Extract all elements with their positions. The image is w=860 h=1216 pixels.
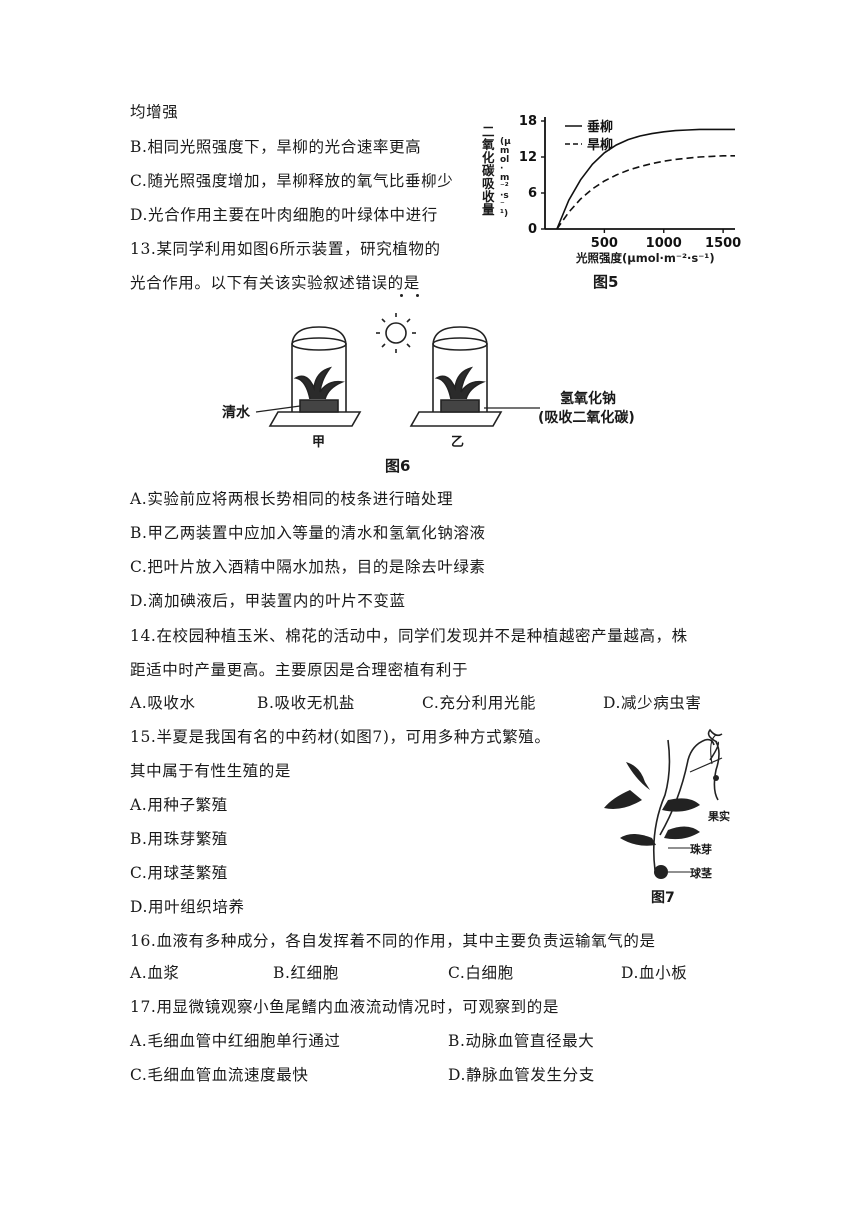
- q16-option-c: C.白细胞: [448, 964, 514, 982]
- figure-6-caption: 图6: [385, 457, 411, 475]
- label-line-left: [255, 405, 301, 413]
- bell-jar-left: [268, 326, 362, 427]
- q16-option-a: A.血浆: [130, 964, 180, 982]
- legend-label: 旱柳: [587, 137, 613, 153]
- x-tick-label: 1000: [646, 236, 682, 251]
- q15-option-a: A.用种子繁殖: [130, 796, 228, 814]
- q13-option-a: A.实验前应将两根长势相同的枝条进行暗处理: [130, 490, 454, 508]
- experiment-apparatus: [255, 313, 540, 427]
- label-jar-yi: 乙: [451, 435, 465, 450]
- corm-shape: [654, 865, 668, 879]
- q14-stem-line2: 距适中时产量更高。主要原因是合理密植有利于: [130, 661, 469, 679]
- figure-5-caption: 图5: [593, 273, 619, 291]
- q15-option-c: C.用球茎繁殖: [130, 864, 228, 882]
- label-bulbil: 珠芽: [690, 843, 712, 856]
- q15-stem-line2: 其中属于有性生殖的是: [130, 762, 292, 780]
- y-tick-label: 6: [528, 186, 537, 201]
- chart-xlabel: 光照强度(μmol·m⁻²·s⁻¹): [576, 251, 715, 265]
- pinellia-plant-drawing: [604, 728, 723, 879]
- emphasis-dot: [400, 294, 403, 297]
- sun-icon: [376, 313, 416, 353]
- label-fruit: 果实: [708, 810, 730, 823]
- bell-jar-right: [409, 326, 503, 427]
- q15-stem-line1: 15.半夏是我国有名的中药材(如图7)，可用多种方式繁殖。: [130, 728, 551, 746]
- leaf-shape: [604, 790, 642, 809]
- q17-option-a: A.毛细血管中红细胞单行通过: [130, 1032, 341, 1050]
- q14-stem-line1: 14.在校园种植玉米、棉花的活动中，同学们发现并不是种植越密产量越高，株: [130, 627, 688, 645]
- q15-option-d: D.用叶组织培养: [130, 898, 245, 916]
- q12-option-b: B.相同光照强度下，旱柳的光合速率更高: [130, 138, 422, 156]
- q17-stem: 17.用显微镜观察小鱼尾鳍内血液流动情况时，可观察到的是: [130, 998, 559, 1016]
- label-naoh: 氢氧化钠: [560, 391, 616, 407]
- x-tick-label: 500: [591, 236, 618, 251]
- leaf-shape: [662, 798, 700, 812]
- q17-option-b: B.动脉血管直径最大: [448, 1032, 595, 1050]
- series-line-hanliu: [556, 155, 735, 230]
- q17-option-d: D.静脉血管发生分支: [448, 1066, 595, 1084]
- q14-option-b: B.吸收无机盐: [257, 694, 356, 712]
- q13-stem-line1: 13.某同学利用如图6所示装置，研究植物的: [130, 240, 441, 258]
- leaf-shape: [620, 834, 656, 846]
- x-tick-label: 1500: [705, 236, 741, 251]
- q13-option-d: D.滴加碘液后，甲装置内的叶片不变蓝: [130, 592, 406, 610]
- q14-option-a: A.吸收水: [130, 694, 196, 712]
- text-line-continuation: 均增强: [130, 103, 179, 121]
- q14-option-d: D.减少病虫害: [603, 694, 702, 712]
- y-tick-label: 0: [528, 222, 537, 237]
- leaf-shape: [626, 762, 650, 790]
- chart-yunit: (μmol·m⁻²·s⁻¹): [500, 137, 511, 219]
- label-corm: 球茎: [690, 867, 712, 880]
- q13-option-c: C.把叶片放入酒精中隔水加热，目的是除去叶绿素: [130, 558, 486, 576]
- q12-option-c: C.随光照强度增加，旱柳释放的氧气比垂柳少: [130, 172, 454, 190]
- q14-option-c: C.充分利用光能: [422, 694, 537, 712]
- figure-7-caption: 图7: [651, 890, 675, 906]
- q13-option-b: B.甲乙两装置中应加入等量的清水和氢氧化钠溶液: [130, 524, 486, 542]
- emphasis-dot: [416, 294, 419, 297]
- chart-ylabel: 二氧化碳吸收量: [482, 124, 495, 217]
- legend-label: 垂柳: [587, 119, 613, 135]
- q12-option-d: D.光合作用主要在叶肉细胞的叶绿体中进行: [130, 206, 438, 224]
- label-jar-jia: 甲: [312, 435, 326, 450]
- q13-stem-line2: 光合作用。以下有关该实验叙述错误的是: [130, 274, 420, 292]
- q16-option-d: D.血小板: [621, 964, 688, 982]
- series-line-chuiliu: [556, 128, 735, 230]
- q17-option-c: C.毛细血管血流速度最快: [130, 1066, 309, 1084]
- label-water: 清水: [222, 405, 250, 421]
- label-absorb-co2: (吸收二氧化碳): [538, 410, 635, 426]
- q16-stem: 16.血液有多种成分，各自发挥着不同的作用，其中主要负责运输氧气的是: [130, 932, 656, 950]
- fruit-shape: [713, 775, 719, 781]
- q16-option-b: B.红细胞: [273, 964, 339, 982]
- q15-option-b: B.用珠芽繁殖: [130, 830, 229, 848]
- y-tick-label: 12: [519, 150, 537, 165]
- y-tick-label: 18: [519, 114, 537, 129]
- leaf-shape: [664, 826, 700, 840]
